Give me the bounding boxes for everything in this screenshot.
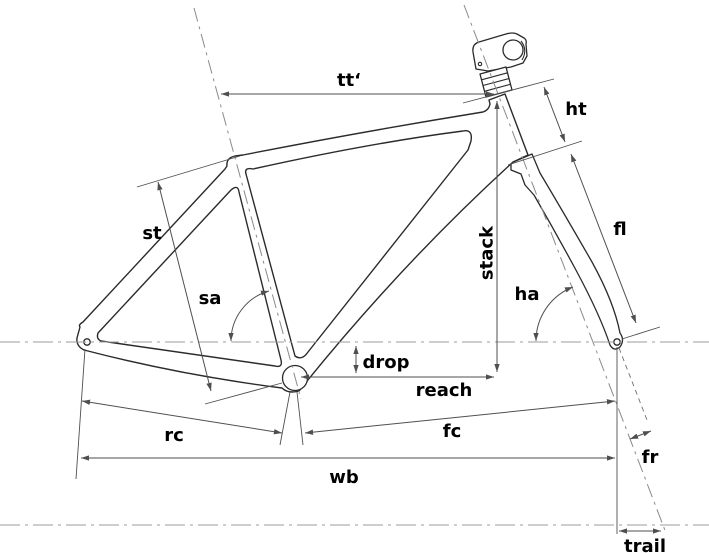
seat-tube-top-extension bbox=[136, 155, 241, 188]
stem-assembly bbox=[472, 32, 528, 98]
label-seat-angle: sa bbox=[199, 288, 222, 309]
rear-axle-drop-extension bbox=[75, 348, 86, 480]
dim-front-center bbox=[304, 399, 616, 435]
dim-rear-center bbox=[81, 399, 283, 435]
label-fork-length: fl bbox=[613, 219, 626, 240]
head-tube-bottom-extension bbox=[507, 140, 583, 166]
label-trail: trail bbox=[624, 536, 666, 553]
label-effective-top-tube: tt‘ bbox=[337, 70, 361, 91]
label-seat-tube: st bbox=[142, 223, 162, 244]
bb-fc-extension bbox=[296, 391, 304, 446]
label-wheelbase: wb bbox=[329, 467, 359, 488]
label-fork-rake: fr bbox=[642, 447, 659, 468]
label-bb-drop: drop bbox=[362, 352, 409, 373]
label-front-center: fc bbox=[443, 421, 462, 442]
centerlines bbox=[0, 4, 709, 534]
label-rear-center: rc bbox=[164, 425, 184, 446]
dim-head-angle-arc bbox=[533, 286, 574, 342]
bb-rc-extension bbox=[279, 391, 291, 446]
dim-fork-length bbox=[570, 153, 637, 324]
label-reach: reach bbox=[416, 380, 473, 401]
label-head-tube: ht bbox=[565, 99, 587, 120]
bb-seat-axis-extension bbox=[204, 382, 283, 405]
dim-fork-rake bbox=[629, 430, 652, 440]
dimension-labels: tt‘ ht st sa stack ha fl drop reach rc f… bbox=[142, 70, 666, 553]
dim-seat-tube bbox=[157, 181, 212, 392]
steering-axis bbox=[463, 4, 667, 534]
label-head-angle: ha bbox=[515, 284, 540, 305]
handlebar-clamp-circle bbox=[502, 39, 524, 61]
spacer-lines bbox=[481, 72, 511, 92]
dim-seat-angle-arc bbox=[228, 290, 270, 342]
dimension-lines bbox=[81, 86, 661, 534]
fork-outline bbox=[510, 153, 624, 350]
stem-faceplate-line bbox=[520, 40, 526, 61]
fork-offset-parallel-line bbox=[618, 347, 648, 421]
front-axle-extension bbox=[621, 326, 661, 340]
stem-bolt bbox=[477, 61, 483, 67]
head-tube-top-extension bbox=[462, 78, 555, 104]
seat-tube-axis bbox=[193, 7, 302, 400]
dim-head-tube bbox=[543, 86, 566, 143]
label-stack: stack bbox=[476, 225, 497, 280]
